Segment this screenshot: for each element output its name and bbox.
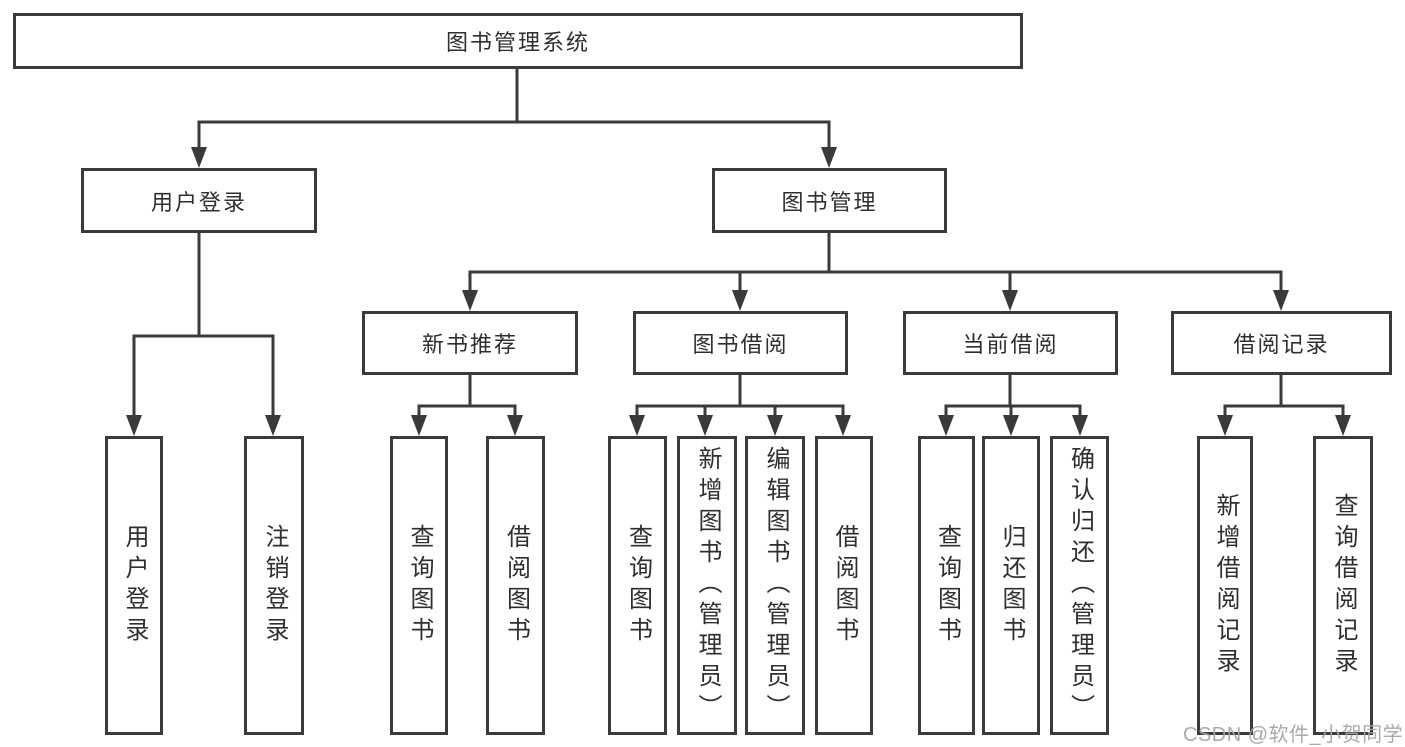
connector-6 — [1217, 372, 1351, 436]
node-label: 图书管理 — [781, 189, 878, 215]
node-book-borrow: 图书借阅 — [633, 311, 848, 375]
leaf-newrec-borrow-book: 借阅图书 — [486, 436, 545, 735]
node-label: 图书借阅 — [692, 332, 789, 357]
node-current-borrow: 当前借阅 — [903, 311, 1118, 375]
leaf-borrow-borrow-book: 借阅图书 — [815, 436, 873, 735]
connector-4 — [629, 372, 851, 436]
node-label: 图书管理系统 — [445, 30, 590, 55]
leaf-records-add-record: 新增借阅记录 — [1197, 436, 1253, 735]
node-label: 用户登录 — [121, 523, 148, 648]
arrowhead-down-icon — [629, 415, 851, 436]
leaf-current-return-book: 归还图书 — [982, 436, 1040, 735]
node-label: 新增图书（管理员） — [694, 446, 721, 725]
leaf-logout-login: 注销登录 — [244, 436, 304, 735]
arrowhead-down-icon — [126, 415, 281, 436]
node-label: 用户登录 — [150, 189, 247, 215]
node-label: 编辑图书（管理员） — [762, 446, 789, 725]
leaf-borrow-add-book-admin: 新增图书（管理员） — [677, 436, 737, 735]
connector-line — [197, 66, 831, 155]
arrowhead-down-icon — [938, 415, 1088, 436]
leaf-current-confirm-return-admin: 确认归还（管理员） — [1050, 436, 1109, 735]
arrowhead-down-icon — [462, 290, 1289, 311]
node-label: 借阅图书 — [831, 523, 858, 648]
node-label: 查询图书 — [933, 523, 961, 648]
node-root: 图书管理系统 — [13, 13, 1023, 69]
leaf-records-query-record: 查询借阅记录 — [1313, 436, 1373, 735]
connector-5 — [938, 372, 1088, 436]
leaf-user-login: 用户登录 — [105, 436, 163, 735]
node-label: 借阅图书 — [502, 523, 530, 648]
node-label: 注销登录 — [261, 523, 288, 648]
node-borrow-records: 借阅记录 — [1171, 311, 1392, 375]
node-label: 查询图书 — [624, 523, 652, 648]
connector-2 — [462, 231, 1289, 311]
node-label: 当前借阅 — [962, 332, 1059, 357]
connector-line — [468, 231, 1283, 298]
connector-1 — [126, 231, 281, 436]
leaf-current-query-book: 查询图书 — [918, 436, 975, 735]
leaf-borrow-query-book: 查询图书 — [608, 436, 667, 735]
node-label: 确认归还（管理员） — [1066, 446, 1094, 725]
node-label: 查询图书 — [406, 523, 433, 648]
leaf-newrec-query-book: 查询图书 — [390, 436, 448, 735]
connector-line — [944, 372, 1082, 423]
node-new-book-recommend: 新书推荐 — [362, 311, 578, 375]
leaf-borrow-edit-book-admin: 编辑图书（管理员） — [745, 436, 805, 735]
arrowhead-down-icon — [191, 147, 837, 168]
arrowhead-down-icon — [411, 415, 523, 436]
watermark-text: CSDN @软件_小贺同学 — [1183, 724, 1404, 746]
node-user-login: 用户登录 — [81, 168, 317, 233]
connector-line — [635, 372, 845, 423]
connector-0 — [191, 66, 837, 168]
node-book-management: 图书管理 — [712, 168, 947, 233]
node-label: 查询借阅记录 — [1330, 492, 1357, 679]
node-label: 新书推荐 — [421, 332, 518, 357]
node-label: 借阅记录 — [1233, 332, 1330, 357]
connector-line — [132, 231, 275, 423]
connector-line — [1223, 372, 1345, 423]
node-label: 新增借阅记录 — [1212, 492, 1239, 679]
node-label: 归还图书 — [998, 523, 1025, 648]
connector-3 — [411, 372, 523, 436]
connector-line — [417, 372, 517, 423]
arrowhead-down-icon — [1217, 415, 1351, 436]
